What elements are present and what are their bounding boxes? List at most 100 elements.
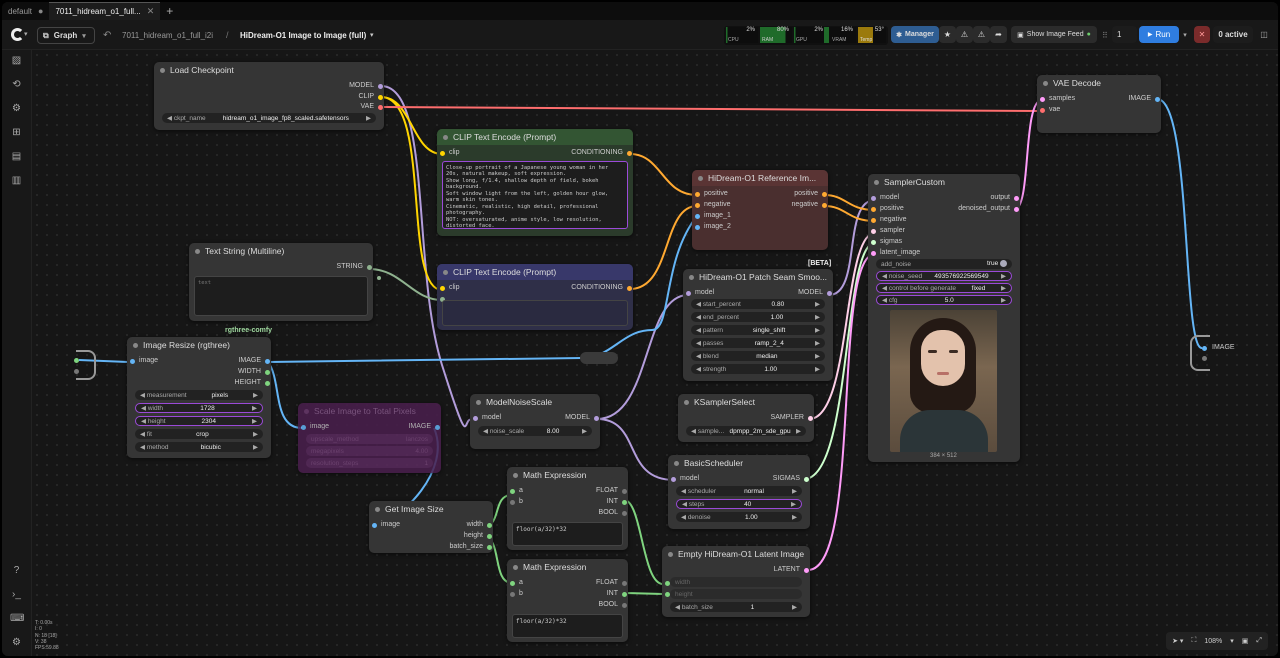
output-slot[interactable]	[1014, 196, 1019, 201]
node-graph-canvas[interactable]: Load Checkpoint MODEL CLIP VAE ◀ ckpt_na…	[32, 50, 1278, 656]
settings-gear-icon[interactable]: ⚙	[12, 637, 21, 648]
node-empty-latent-image[interactable]: Empty HiDream-O1 Latent Image LATENT wid…	[662, 546, 810, 617]
output-slot[interactable]	[265, 381, 270, 386]
input-slot[interactable]	[1202, 346, 1207, 351]
output-slot[interactable]	[378, 105, 383, 110]
minimap-icon[interactable]: ▣	[1241, 638, 1249, 645]
output-slot[interactable]	[594, 416, 599, 421]
new-tab-button[interactable]: +	[166, 4, 174, 18]
node-model-noise-scale[interactable]: ModelNoiseScale model MODEL ◀ noise_scal…	[470, 394, 600, 449]
output-slot[interactable]	[265, 359, 270, 364]
input-slot[interactable]	[440, 297, 445, 302]
alert-icon[interactable]: ⚠	[973, 26, 990, 43]
input-slot[interactable]	[440, 151, 445, 156]
show-image-feed-button[interactable]: ▣Show Image Feed●	[1011, 26, 1097, 43]
node-load-checkpoint[interactable]: Load Checkpoint MODEL CLIP VAE ◀ ckpt_na…	[154, 62, 384, 130]
output-slot[interactable]	[808, 416, 813, 421]
output-slot[interactable]	[435, 425, 440, 430]
active-queue-button[interactable]: 0 active	[1213, 26, 1253, 43]
node-clip-text-encode-positive[interactable]: CLIP Text Encode (Prompt) clip CONDITION…	[437, 129, 633, 236]
height-input-linked[interactable]: height	[670, 589, 802, 599]
node-clip-text-encode-negative[interactable]: CLIP Text Encode (Prompt) clip CONDITION…	[437, 264, 633, 330]
node-header[interactable]: VAE Decode	[1037, 75, 1161, 91]
node-sampler-custom[interactable]: SamplerCustom model positive negative sa…	[868, 174, 1020, 462]
output-slot[interactable]	[622, 592, 627, 597]
input-slot[interactable]	[695, 225, 700, 230]
input-slot[interactable]	[301, 425, 306, 430]
output-slot[interactable]	[822, 203, 827, 208]
output-slot[interactable]	[622, 603, 627, 608]
run-options-icon[interactable]: ▾	[1183, 31, 1187, 39]
node-scale-image-bypassed[interactable]: Scale Image to Total Pixels image IMAGE …	[298, 403, 441, 473]
output-slot[interactable]	[378, 95, 383, 100]
output-slot[interactable]	[827, 291, 832, 296]
output-slot[interactable]	[622, 500, 627, 505]
model-library-icon[interactable]: ⟲	[12, 79, 21, 90]
input-slot[interactable]	[1040, 97, 1045, 102]
node-vae-decode[interactable]: VAE Decode samples vae IMAGE	[1037, 75, 1161, 133]
graph-dropdown[interactable]: ⧉Graph▾	[37, 27, 95, 44]
node-header[interactable]: SamplerCustom	[868, 174, 1020, 190]
output-slot[interactable]	[622, 489, 627, 494]
input-slot[interactable]	[665, 592, 670, 597]
output-slot[interactable]	[487, 534, 492, 539]
preview-image-reroute[interactable]	[1190, 335, 1210, 371]
input-slot[interactable]	[372, 523, 377, 528]
input-slot[interactable]	[871, 196, 876, 201]
node-header[interactable]: Image Resize (rgthree)	[127, 337, 271, 353]
share-icon[interactable]: ➦	[990, 26, 1007, 43]
output-slot[interactable]	[822, 192, 827, 197]
node-math-expression-height[interactable]: Math Expression a b FLOAT INT BOOL floor…	[507, 559, 628, 642]
input-slot[interactable]	[1040, 108, 1045, 113]
input-slot[interactable]	[671, 477, 676, 482]
node-header[interactable]: Math Expression	[507, 559, 628, 575]
node-header[interactable]: ModelNoiseScale	[470, 394, 600, 410]
node-patch-seam-smooth[interactable]: HiDream-O1 Patch Seam Smoo... model MODE…	[683, 269, 833, 381]
input-slot[interactable]	[665, 581, 670, 586]
output-slot[interactable]	[622, 581, 627, 586]
prompt-textarea[interactable]	[442, 300, 628, 326]
output-slot[interactable]	[487, 545, 492, 550]
output-slot[interactable]	[1014, 207, 1019, 212]
node-header[interactable]: BasicScheduler	[668, 455, 810, 471]
width-input-linked[interactable]: width	[670, 577, 802, 587]
workflow-title[interactable]: HiDream-O1 Image to Image (full)	[240, 31, 367, 40]
expression-input[interactable]: floor(a/32)*32	[512, 614, 623, 638]
input-slot[interactable]	[510, 489, 515, 494]
templates-icon[interactable]: ▤	[11, 151, 22, 162]
star-icon[interactable]: ★	[939, 26, 956, 43]
undo-icon[interactable]: ↶	[103, 30, 112, 41]
cancel-button[interactable]: ✕	[1194, 26, 1210, 43]
drag-handle-icon[interactable]: ⠿	[1102, 31, 1108, 40]
node-library-icon[interactable]: ⚙	[12, 103, 21, 114]
image-library-icon[interactable]: ▨	[11, 55, 22, 66]
panel-toggle-icon[interactable]: ◫	[1260, 30, 1268, 39]
input-slot[interactable]	[1202, 356, 1207, 361]
input-slot[interactable]	[871, 251, 876, 256]
node-reference-image[interactable]: HiDream-O1 Reference Im... positive nega…	[692, 170, 828, 250]
output-slot[interactable]	[622, 511, 627, 516]
terminal-icon[interactable]: ›_	[12, 589, 21, 600]
reroute-slot[interactable]	[74, 358, 79, 363]
input-slot[interactable]	[130, 359, 135, 364]
sampler-name-combo[interactable]: ◀ sample...dpmpp_2m_sde_gpu▶	[686, 426, 806, 436]
input-slot[interactable]	[871, 240, 876, 245]
input-slot[interactable]	[695, 192, 700, 197]
input-slot[interactable]	[871, 207, 876, 212]
queue-count-input[interactable]: 1	[1112, 26, 1137, 43]
